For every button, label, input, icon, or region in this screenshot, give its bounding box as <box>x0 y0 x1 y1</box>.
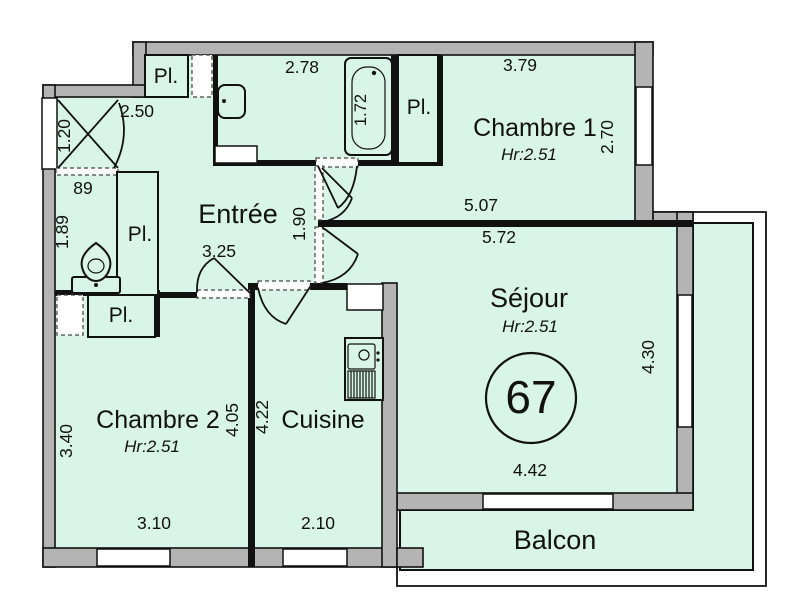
wall-bathroom-left <box>213 55 218 166</box>
duct-shaft <box>346 283 384 311</box>
dim-89: 89 <box>73 178 92 198</box>
dim-1-90: 1.90 <box>289 207 309 241</box>
dim-3-10: 3.10 <box>137 513 171 533</box>
door-symbols <box>57 99 359 325</box>
dim-5-72: 5.72 <box>482 227 516 247</box>
openings-windows <box>41 86 693 567</box>
sink-tap-dot1 <box>376 351 380 355</box>
sink-drainer-hatch <box>350 371 373 398</box>
cuisine-door-arc <box>257 286 311 325</box>
window-chambre1 <box>635 86 653 166</box>
dim-2-10: 2.10 <box>301 513 335 533</box>
ceiling-sejour: Hr:2.51 <box>502 317 558 336</box>
closets <box>56 54 439 338</box>
room-label-entree: Entrée <box>198 199 278 229</box>
closet-chambre1 <box>397 54 439 164</box>
dim-4-42: 4.42 <box>513 460 547 480</box>
dim-1-20: 1.20 <box>54 119 74 153</box>
ceiling-chambre1: Hr:2.51 <box>501 145 557 164</box>
washbasin-tap <box>222 99 226 103</box>
wall-chambre1-left <box>438 55 443 166</box>
washbasin <box>217 84 246 119</box>
window-balcony-door <box>482 493 614 510</box>
closet-column <box>116 171 159 296</box>
bathtub-inner <box>351 66 386 150</box>
entry-door-cross <box>57 99 119 169</box>
dim-4-30: 4.30 <box>638 340 658 374</box>
chambre1-door-arc <box>321 167 353 223</box>
room-label-chambre1: Chambre 1 <box>473 114 597 142</box>
room-label-chambre2: Chambre 2 <box>96 406 220 434</box>
sejour-door-arc <box>321 226 359 284</box>
room-label-sejour: Séjour <box>490 283 568 313</box>
balcony-outline <box>396 211 767 587</box>
room-label-balcon: Balcon <box>514 525 597 555</box>
dim-2-78: 2.78 <box>285 57 319 77</box>
closet-label-chambre1: Pl. <box>407 96 432 119</box>
dim-2-70: 2.70 <box>597 120 617 154</box>
wc-door-opening <box>55 167 119 176</box>
dim-5-07: 5.07 <box>464 195 498 215</box>
sink-drain <box>358 349 370 361</box>
toilet-bowl-inner <box>87 258 105 274</box>
closet-entry-top <box>144 54 189 98</box>
wall-entree-bottom-right <box>310 283 347 290</box>
wall-cuisine-right <box>381 282 398 568</box>
wall-chambre2-top <box>155 292 197 298</box>
closet-chambre2 <box>87 294 156 338</box>
sink-drainer <box>347 370 376 399</box>
room-label-cuisine: Cuisine <box>281 406 364 434</box>
dim-3-40: 3.40 <box>56 424 76 458</box>
sejour-door-opening <box>314 226 324 284</box>
dim-1-72: 1.72 <box>352 94 370 126</box>
dim-3-25: 3.25 <box>202 241 236 261</box>
entry-door-arc <box>113 102 125 169</box>
closet-label-chambre2: Pl. <box>109 304 134 327</box>
washbasin-bowl <box>217 84 246 119</box>
bathroom-door-arc <box>317 165 358 209</box>
dim-4-22: 4.22 <box>252 400 272 434</box>
bathtub-outer <box>344 57 393 156</box>
lot-circle <box>484 351 578 445</box>
wall-sejour-top <box>318 220 693 227</box>
floor-lower-left <box>146 223 382 548</box>
labels: 2.50 1.20 89 1.89 2.78 1.72 3.79 2.70 5.… <box>52 55 658 555</box>
bathtub-drain <box>371 70 377 76</box>
chambre2-door-arc <box>196 257 251 294</box>
dim-3-79: 3.79 <box>503 55 537 75</box>
closet-label-entry-top: Pl. <box>154 65 179 88</box>
window-chambre2 <box>96 548 171 567</box>
lot-number: 67 <box>505 371 556 423</box>
floor-sejour <box>382 223 677 510</box>
wall-top <box>132 41 654 56</box>
bathroom-niche <box>214 145 258 164</box>
dim-1-89: 1.89 <box>52 215 72 249</box>
bathroom-door-opening <box>315 157 359 168</box>
toilet <box>71 241 121 294</box>
ceiling-chambre2: Hr:2.51 <box>124 437 180 456</box>
entry-door-gap <box>41 97 58 170</box>
window-sejour-right <box>677 294 693 428</box>
sink-basin <box>347 343 376 370</box>
toilet-button <box>94 283 98 287</box>
wall-top-left-step-h <box>42 84 147 98</box>
window-cuisine <box>282 548 348 567</box>
chambre2-door-opening <box>196 289 251 299</box>
closet-entry-top-door <box>191 54 213 98</box>
wall-chambre2-cuisine <box>248 283 255 567</box>
wall-closet-edge <box>155 290 160 337</box>
wall-bottom-stub <box>396 547 424 568</box>
cuisine-door-opening <box>257 280 311 291</box>
chambre1-door-opening <box>314 165 324 221</box>
bathtub <box>344 57 393 156</box>
closet-label-column: Pl. <box>128 223 153 246</box>
kitchen-sink <box>344 337 384 401</box>
dim-2-50: 2.50 <box>120 101 154 121</box>
closet-chambre2-door <box>56 294 84 336</box>
wall-bathroom-closet <box>391 55 399 166</box>
toilet-bowl <box>80 241 112 283</box>
sink-tap-dot2 <box>376 358 380 362</box>
dim-4-05: 4.05 <box>222 403 242 437</box>
